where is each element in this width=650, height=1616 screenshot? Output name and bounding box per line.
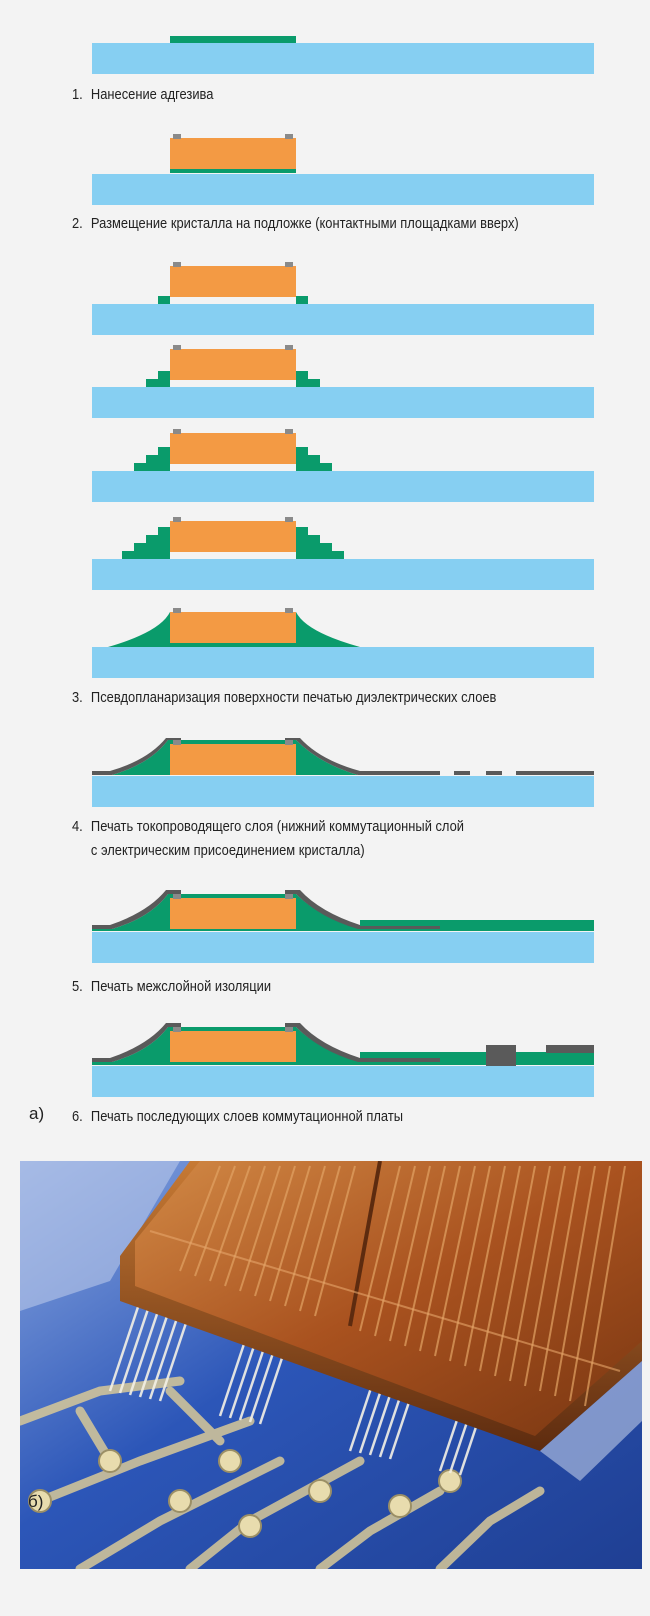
step-3-caption: 3. Псевдопланаризация поверхности печатью… [72, 686, 496, 710]
contact-pad [285, 262, 293, 267]
contact-pad [285, 134, 293, 139]
contact-pad [285, 1027, 293, 1032]
dielectric-step [158, 447, 170, 455]
contact-pad [285, 608, 293, 613]
substrate-layer [92, 932, 594, 963]
substrate-layer [92, 43, 594, 74]
dielectric-step [296, 527, 308, 535]
substrate-layer [92, 1066, 594, 1097]
dielectric-step [158, 371, 170, 379]
adhesive-layer [170, 168, 296, 173]
chip-on-board-photo [20, 1161, 642, 1569]
dielectric-step [296, 551, 344, 559]
substrate-layer [92, 304, 594, 335]
step-text-line2: с электрическим присоединением кристалла… [90, 842, 365, 859]
contact-pad [173, 134, 181, 139]
contact-pad [173, 608, 181, 613]
conductor-trace [92, 738, 181, 775]
contact-pad [173, 517, 181, 522]
dielectric-step [146, 379, 170, 387]
step-1-caption: 1. Нанесение адгезива [72, 83, 213, 107]
chip-die [170, 898, 296, 929]
conductor-trace [285, 738, 440, 775]
chip-on-board-photo-icon [20, 1161, 642, 1569]
step-2-caption: 2. Размещение кристалла на подложке (конт… [72, 212, 519, 236]
dielectric-step [296, 379, 320, 387]
dielectric-step [122, 551, 170, 559]
chip-die [170, 266, 296, 297]
via-conductor [486, 1045, 516, 1068]
dielectric-step [296, 463, 332, 471]
dielectric-step [296, 535, 320, 543]
step-text: Псевдопланаризация поверхности печатью д… [90, 689, 497, 706]
step-number: 2. [72, 215, 83, 232]
upper-conductor-trace [546, 1045, 594, 1053]
conductor-trace [486, 771, 502, 775]
step-text: Печать последующих слоев коммутационной … [90, 1108, 404, 1125]
contact-pad [285, 894, 293, 899]
chip-die [170, 349, 296, 380]
substrate-layer [92, 559, 594, 590]
panel-a-label: а) [29, 1104, 45, 1123]
contact-pad [173, 894, 181, 899]
chip-die [170, 138, 296, 169]
chip-die [170, 521, 296, 552]
dielectric-step [146, 455, 170, 463]
adhesive-layer [170, 36, 296, 43]
contact-pad [285, 345, 293, 350]
dielectric-step [296, 371, 308, 379]
dielectric-step [296, 447, 308, 455]
contact-pad [173, 345, 181, 350]
chip-die [170, 433, 296, 464]
contact-pad [285, 517, 293, 522]
substrate-layer [92, 387, 594, 418]
dielectric-step [158, 527, 170, 535]
process-diagram [92, 36, 594, 1097]
substrate-layer [92, 174, 594, 205]
contact-pad [173, 1027, 181, 1032]
chip-die [170, 744, 296, 775]
chip-die [170, 1031, 296, 1062]
conductor-trace [516, 771, 594, 775]
step-number: 4. [72, 818, 83, 835]
step-text: Нанесение адгезива [90, 86, 214, 103]
substrate-layer [92, 471, 594, 502]
substrate-layer [92, 647, 594, 678]
step-text: Размещение кристалла на подложке (контак… [90, 215, 519, 232]
step-5-caption: 5. Печать межслойной изоляции [72, 975, 271, 999]
step-text: Печать токопроводящего слоя (нижний комм… [90, 818, 464, 835]
step-text: Печать межслойной изоляции [90, 978, 272, 995]
dielectric-step [134, 463, 170, 471]
conductor-trace [285, 1023, 440, 1062]
panel-b-label: б) [28, 1492, 44, 1511]
contact-pad [173, 429, 181, 434]
dielectric-step [158, 296, 170, 304]
conductor-trace [92, 890, 181, 929]
conductor-trace [92, 1023, 181, 1062]
contact-pad [173, 262, 181, 267]
dielectric-step [134, 543, 170, 551]
conductor-trace [454, 771, 470, 775]
dielectric-step [296, 543, 332, 551]
contact-pad [285, 740, 293, 745]
contact-pad [173, 740, 181, 745]
step-number: 5. [72, 978, 83, 995]
chip-die [170, 612, 296, 643]
interlayer-insulation [360, 1052, 594, 1058]
step-number: 6. [72, 1108, 83, 1125]
step-4-caption: 4. Печать токопроводящего слоя (нижний ко… [72, 815, 464, 863]
step-number: 1. [72, 86, 83, 103]
interlayer-insulation [360, 920, 594, 926]
dielectric-fill [92, 1027, 594, 1065]
contact-pad [285, 429, 293, 434]
dielectric-step [296, 296, 308, 304]
dielectric-step [296, 455, 320, 463]
dielectric-step [146, 535, 170, 543]
step-number: 3. [72, 689, 83, 706]
substrate-layer [92, 776, 594, 807]
step-6-caption: 6. Печать последующих слоев коммутационно… [72, 1105, 403, 1129]
